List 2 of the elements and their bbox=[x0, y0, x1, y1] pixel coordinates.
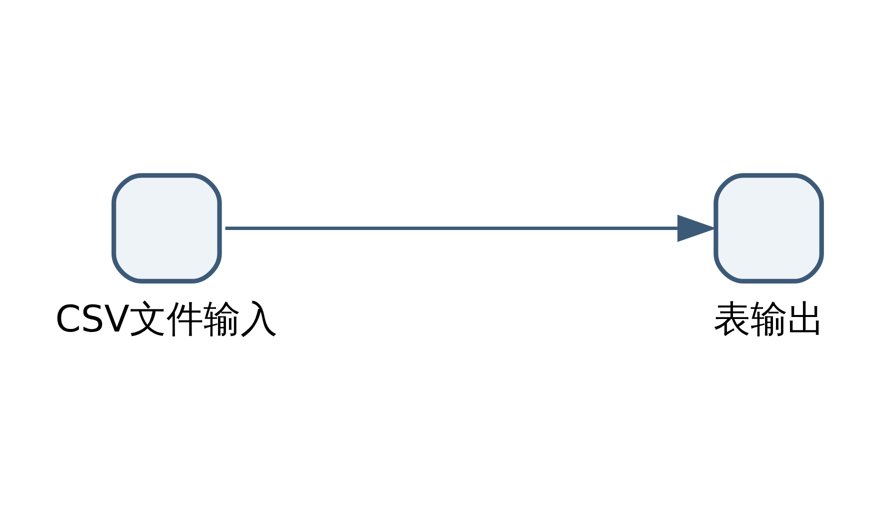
node-label: CSV文件输入 bbox=[55, 297, 278, 340]
node-label: 表输出 bbox=[714, 297, 825, 340]
